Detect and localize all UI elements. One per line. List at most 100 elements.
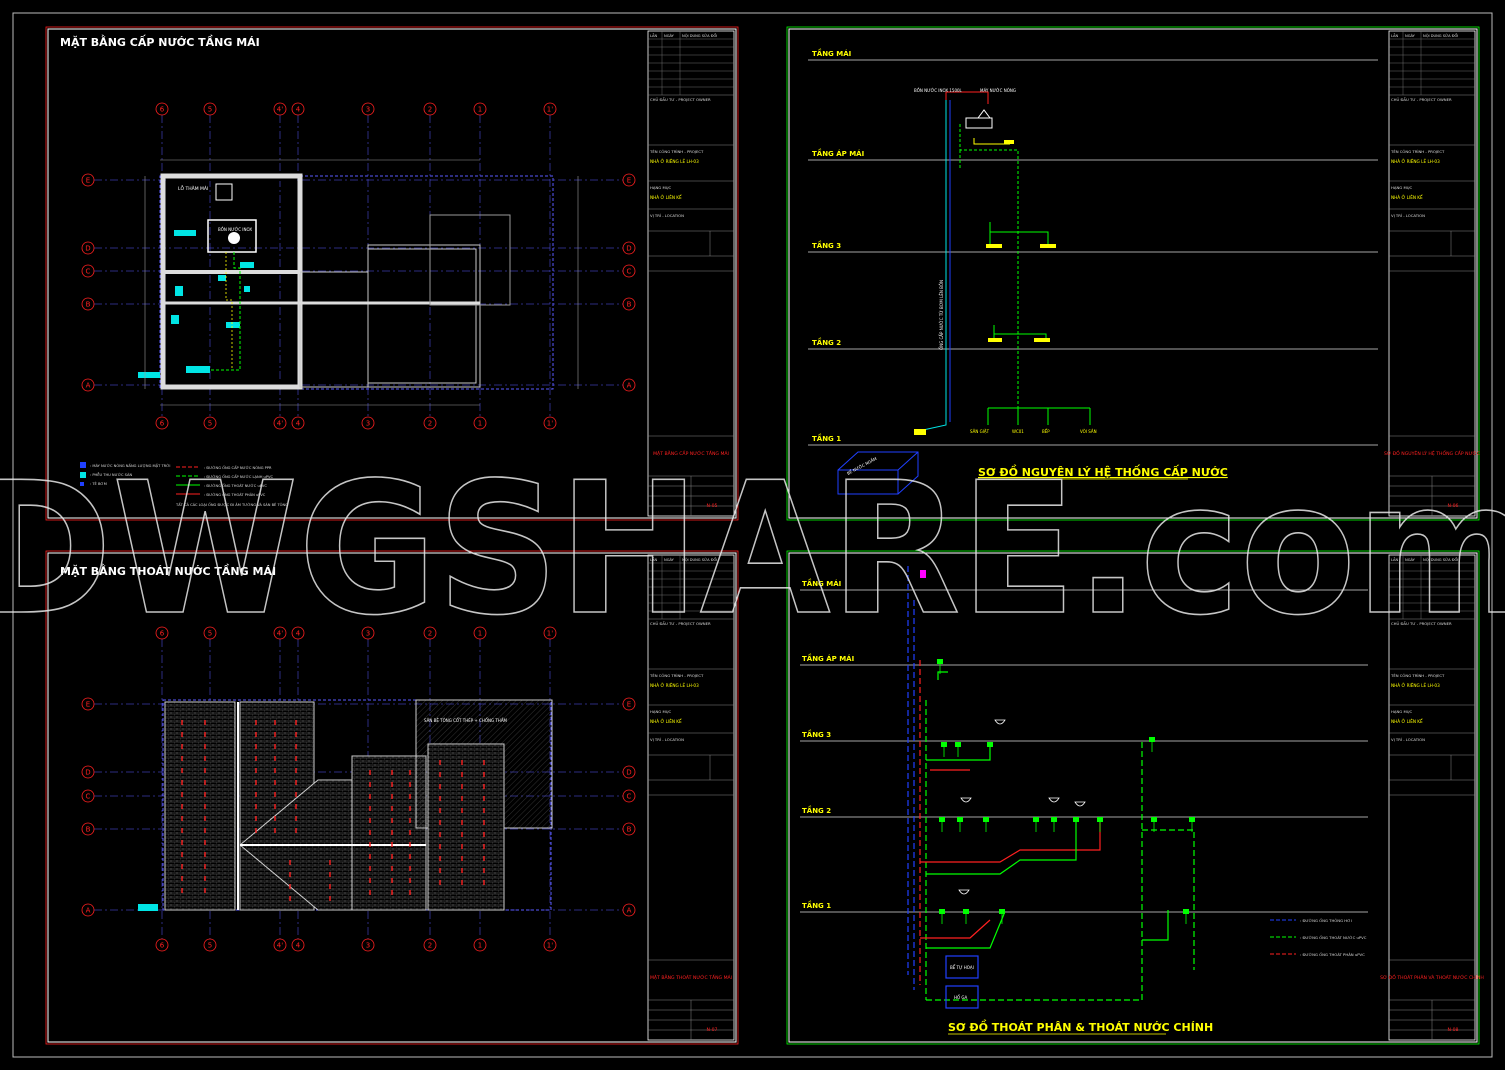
- revision-header: NGÀY: [1405, 33, 1416, 38]
- grid-label: 3: [366, 630, 370, 638]
- grid-bubble: [622, 241, 636, 255]
- grid-bubble: [155, 938, 169, 952]
- grid-bubble: [622, 903, 636, 917]
- room-label: LỖ THĂM MÁI: [178, 184, 208, 192]
- grid-bubble: [291, 102, 305, 116]
- fixture-label: SÂN GIẶT: [970, 429, 990, 434]
- grid-bubble: [543, 938, 557, 952]
- legend: : ĐƯỜNG ỐNG THÔNG HƠI : ĐƯỜNG ỐNG THOÁT …: [1270, 918, 1367, 957]
- grid-label: A: [86, 382, 91, 390]
- title-block-field: NHÀ Ở LIÊN KẾ: [1391, 194, 1423, 200]
- grid-label: 6: [160, 630, 165, 638]
- fixture-tags: [914, 140, 1056, 435]
- grid-label: E: [627, 701, 631, 709]
- grid-label: 3: [366, 106, 370, 114]
- grid-label: D: [85, 769, 90, 777]
- grid-label: B: [86, 826, 91, 834]
- grid-label: 1: [478, 106, 482, 114]
- title-block-field: HẠNG MỤC: [1391, 185, 1412, 190]
- grid-label: 2: [428, 420, 432, 428]
- fixture-label: WC01: [1012, 429, 1024, 434]
- floor-level-label: TẦNG 1: [812, 433, 841, 443]
- grid-label: 1: [478, 420, 482, 428]
- title-block-field: NHÀ Ở RIÊNG LẺ LH-03: [650, 683, 699, 688]
- grid-label: B: [627, 826, 632, 834]
- grid-label: 4: [296, 106, 301, 114]
- sheet-number: N-06: [1448, 503, 1459, 509]
- grid-bubble: [273, 938, 287, 952]
- sheet-number: N-07: [707, 1027, 718, 1033]
- floor-level-label: TẦNG ÁP MÁI: [802, 653, 854, 663]
- grid-bubble: [155, 102, 169, 116]
- grid-bubble: [291, 626, 305, 640]
- roof-plan: [162, 699, 553, 911]
- title-block-field: NHÀ Ở LIÊN KẾ: [1391, 718, 1423, 724]
- legend-item: : ĐƯỜNG ỐNG THOÁT NƯỚC uPVC: [204, 483, 267, 488]
- grid-bubble: [473, 416, 487, 430]
- grid-bubble: [622, 765, 636, 779]
- floor-plan-outline: [159, 173, 554, 390]
- sheet-border: [788, 552, 1478, 1043]
- floor-level-label: TẦNG 2: [812, 337, 841, 347]
- sheet-border: [47, 28, 737, 519]
- title-block-field: TÊN CÔNG TRÌNH - PROJECT: [1390, 149, 1445, 154]
- grid-bubble: [203, 626, 217, 640]
- grid-bubble: [291, 938, 305, 952]
- grid-bubble: [423, 102, 437, 116]
- sheet-number: N-05: [707, 503, 718, 509]
- legend-note: TẤT CẢ CÁC LOẠI ỐNG ĐƯỢC ĐI ÂM TƯỜNG VÀ …: [175, 502, 288, 507]
- title-block-field: VỊ TRÍ - LOCATION: [650, 213, 684, 218]
- drawing-name: SƠ ĐỒ NGUYÊN LÝ HỆ THỐNG CẤP NƯỚC: [1384, 448, 1480, 457]
- title-block-field: TÊN CÔNG TRÌNH - PROJECT: [649, 673, 704, 678]
- legend-item: : ĐƯỜNG ỐNG THOÁT PHÂN uPVC: [204, 492, 266, 497]
- grid-bubble: [423, 938, 437, 952]
- title-block-field: VỊ TRÍ - LOCATION: [1391, 737, 1425, 742]
- room-label: BỒN NƯỚC INOX: [218, 227, 252, 232]
- grid-bubble: [622, 789, 636, 803]
- grid-bubble: [81, 903, 95, 917]
- roof-note: SÂN BÊ TÔNG CỐT THÉP + CHỐNG THẤM: [424, 718, 508, 723]
- title-block-field: HẠNG MỤC: [650, 185, 671, 190]
- grid-label: A: [627, 382, 632, 390]
- sheet-border: [47, 552, 737, 1043]
- floor-level-label: TẦNG 2: [802, 805, 831, 815]
- grid-label: E: [86, 177, 90, 185]
- grid-bubble: [155, 626, 169, 640]
- grid-label: 4: [296, 420, 301, 428]
- revision-header: NỘI DUNG SỬA ĐỔI: [682, 33, 717, 38]
- grid-bubble: [81, 173, 95, 187]
- title-block-field: NHÀ Ở LIÊN KẾ: [650, 194, 682, 200]
- grid-label: 3: [366, 942, 370, 950]
- water-fixtures: [138, 183, 257, 378]
- title-block-field: NHÀ Ở LIÊN KẾ: [650, 718, 682, 724]
- grid-label: 4': [277, 420, 283, 428]
- revision-header: NỘI DUNG SỬA ĐỔI: [1423, 33, 1458, 38]
- grid-label: D: [626, 769, 631, 777]
- title-block-field: CHỦ ĐẦU TƯ - PROJECT OWNER: [1391, 97, 1452, 102]
- grid-label: B: [627, 301, 632, 309]
- title-block-field: NHÀ Ở RIÊNG LẺ LH-03: [1391, 683, 1440, 688]
- legend: : MÁY NƯỚC NÓNG NĂNG LƯỢNG MẶT TRỜI : PH…: [80, 462, 288, 507]
- legend-item: : ĐƯỜNG ỐNG CẤP NƯỚC LẠNH uPVC: [204, 474, 273, 479]
- grid-label: C: [627, 793, 632, 801]
- floor-level-label: TẦNG MÁI: [802, 578, 841, 588]
- manhole: [945, 985, 979, 1009]
- title-block-field: HẠNG MỤC: [650, 709, 671, 714]
- top-label: MÁY NƯỚC NÓNG: [980, 88, 1016, 93]
- revision-header: NỘI DUNG SỬA ĐỔI: [1423, 557, 1458, 562]
- grid-bubble: [361, 102, 375, 116]
- revision-header: NGÀY: [1405, 557, 1416, 562]
- legend-item: : ĐƯỜNG ỐNG THOÁT NƯỚC uPVC: [1300, 935, 1367, 940]
- grid-label: 4': [277, 942, 283, 950]
- fixture-symbols: [920, 570, 1195, 924]
- drain-stacks: [907, 566, 1195, 1001]
